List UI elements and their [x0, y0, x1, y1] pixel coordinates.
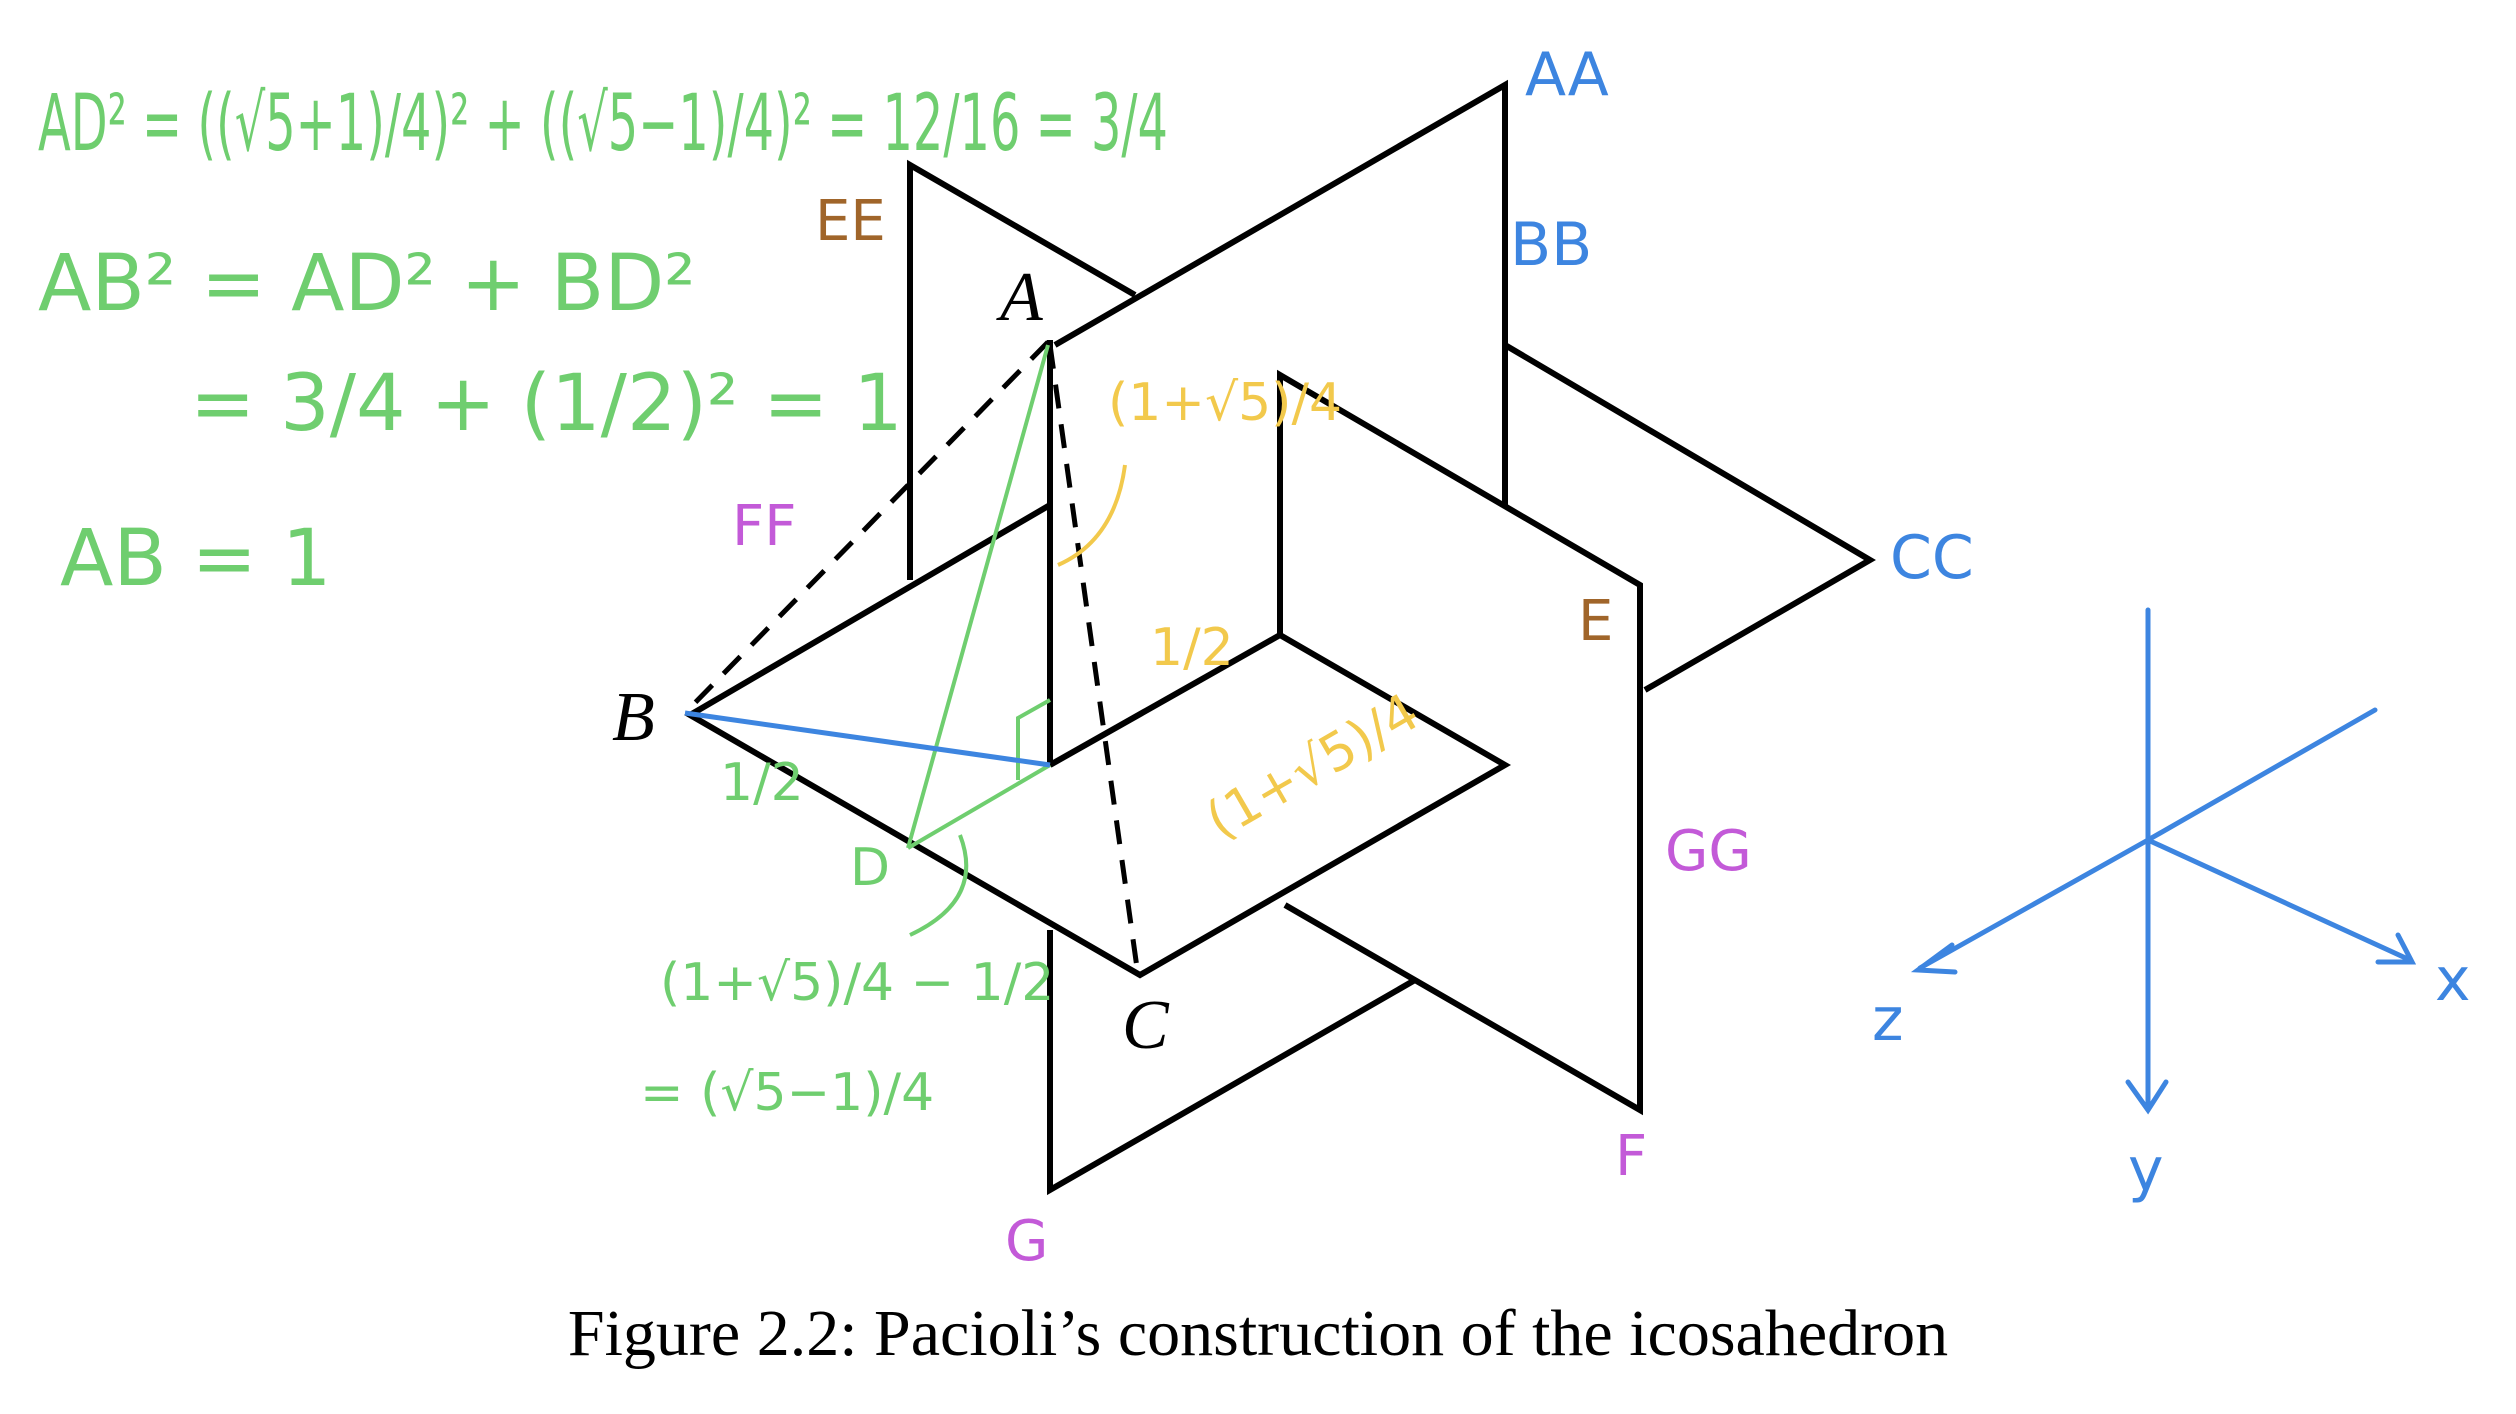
edge-ad	[906, 344, 1050, 849]
annotation-dc-2: = (√5−1)/4	[640, 1063, 934, 1123]
axis-z-label: z	[1872, 985, 1904, 1055]
point-a-label: A	[996, 259, 1043, 336]
axis-z	[1917, 837, 2151, 971]
plane-vertical-a-base	[1048, 632, 1282, 768]
equation-ab-squared: AB² = AD² + BD²	[38, 239, 696, 329]
plane-label-bb: BB	[1510, 210, 1592, 280]
edge-d-right	[906, 763, 1052, 850]
edge-ac-dashed	[1047, 344, 1141, 976]
green-lines	[906, 344, 1052, 937]
plane-label-ff: FF	[732, 494, 796, 559]
plane-cc-outline	[1503, 342, 1876, 693]
dashed-edges	[683, 340, 1141, 976]
plane-ee-outline	[907, 159, 1137, 580]
axis-y-label: y	[2128, 1135, 2164, 1205]
point-b-label: B	[612, 679, 655, 756]
edge-ab-dashed	[683, 340, 1050, 715]
plane-label-cc: CC	[1890, 523, 1974, 593]
yellow-braces	[1057, 464, 1127, 567]
axis-y-arrowhead	[2125, 1079, 2169, 1115]
point-f-label: F	[1615, 1124, 1647, 1189]
equation-ab: AB = 1	[60, 514, 331, 604]
plane-label-gg: GG	[1665, 819, 1752, 884]
brace-height	[1057, 464, 1127, 567]
axis-x-arrowhead	[2375, 932, 2417, 965]
figure-caption: Figure 2.2: Pacioli’s construction of th…	[568, 1297, 1948, 1370]
axes-glyph	[1910, 607, 2417, 1115]
equation-ab-squared-value: = 3/4 + (1/2)² = 1	[190, 359, 903, 449]
brace-dc	[909, 834, 969, 937]
edge-bd-blue	[684, 710, 1051, 768]
annotation-height: (1+√5)/4	[1108, 373, 1342, 433]
point-e-label: E	[1578, 589, 1613, 654]
axis-x	[2145, 837, 2413, 963]
point-c-label: C	[1122, 987, 1170, 1064]
plane-label-ee: EE	[815, 189, 886, 254]
planes	[684, 79, 1876, 1196]
annotation-half-bd: 1/2	[720, 753, 804, 813]
point-g-label: G	[1005, 1209, 1048, 1274]
plane-aa-outline	[1053, 79, 1508, 505]
axis-z-arrowhead	[1910, 942, 1958, 975]
plane-label-aa: AA	[1525, 40, 1609, 110]
plane-g-outline	[1047, 930, 1417, 1196]
equation-ad-squared: AD² = ((√5+1)/4)² + ((√5−1)/4)² = 12/16 …	[38, 79, 1168, 169]
annotation-half-vertical: 1/2	[1150, 618, 1234, 678]
point-d-label: D	[850, 838, 890, 898]
axis-back	[2145, 707, 2378, 843]
annotation-dc-1: (1+√5)/4 − 1/2	[660, 953, 1054, 1013]
axis-x-label: x	[2435, 945, 2471, 1015]
